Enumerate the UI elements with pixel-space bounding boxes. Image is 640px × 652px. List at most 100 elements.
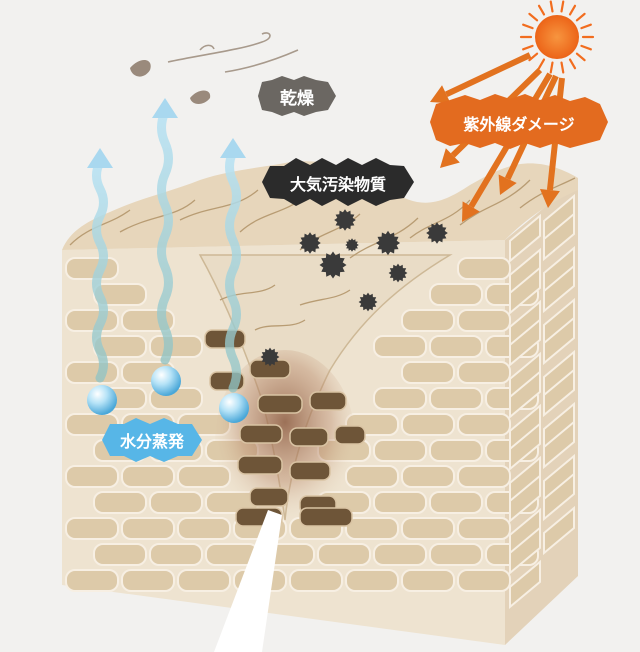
skin-cell [457,413,511,436]
label-uv-damage-text: 紫外線ダメージ [463,115,574,134]
skin-cell [457,465,511,488]
pollution-particle [319,251,347,279]
skin-cell [543,505,575,556]
skin-cell [93,543,147,566]
skin-cell [289,569,343,592]
skin-surface [62,161,578,250]
skin-cells-side [509,193,575,610]
skin-cell [509,369,541,420]
dry-flake [179,189,259,221]
skin-cell [401,517,455,540]
water-drop [219,393,249,423]
skin-cell [401,569,455,592]
pollution-particle [358,292,378,312]
skin-cell [429,335,483,358]
evaporation-arrow-right [220,138,246,393]
dark-skin-cell [257,394,303,414]
dry-flake [119,199,196,233]
evaporation-arrow-left [87,148,113,383]
skin-cell [429,439,483,462]
skin-cell [509,525,541,576]
label-water-evaporation: 水分蒸発 [102,418,202,462]
skin-cell [509,265,541,316]
skin-cell [509,213,541,264]
skin-cell [543,263,575,314]
skin-cell [121,569,175,592]
skin-cell [401,465,455,488]
dry-flake [459,179,531,226]
skin-cell [429,543,483,566]
skin-cell [543,471,575,522]
skin-cell [121,465,175,488]
skin-cell [65,517,119,540]
skin-cell [401,309,455,332]
skin-cell [149,543,203,566]
pollution-particle [388,263,408,283]
label-air-pollution-text: 大気汚染物質 [290,175,386,194]
pollution-particle [375,230,401,256]
dark-skin-cell [289,461,331,481]
pollution-particles [260,209,448,367]
dark-skin-cell [237,455,283,475]
skin-cell [177,517,231,540]
wrinkle-dark-cells [204,329,366,527]
skin-cell [373,439,427,462]
skin-cell [457,569,511,592]
skin-cell [65,361,119,384]
dark-skin-cell [334,425,366,445]
skin-cell [457,309,511,332]
dry-flake [219,284,276,301]
dryness-wind [130,32,299,104]
dark-skin-cell [204,329,246,349]
skin-cell [509,559,541,610]
evaporation-arrows [87,98,246,393]
dry-flake [299,289,351,306]
skin-cell [317,543,371,566]
skin-cell [429,283,483,306]
skin-cell [65,569,119,592]
skin-cell [345,517,399,540]
skin-cell [543,367,575,418]
water-drops [87,366,249,423]
label-air-pollution: 大気汚染物質 [262,158,414,206]
label-uv-damage: 紫外線ダメージ [430,94,608,149]
skin-cell [509,421,541,472]
skin-cell [429,387,483,410]
skin-cell [345,465,399,488]
pollution-particle [345,238,359,252]
label-water-evaporation-text: 水分蒸発 [120,432,185,451]
water-drop [151,366,181,396]
dry-leaf-icon [130,59,151,77]
label-dryness: 乾燥 [258,76,336,116]
pollution-particle [426,222,448,244]
pollution-particle [260,347,280,367]
dark-skin-cell [239,424,283,444]
skin-cell [457,257,511,280]
skin-cell [543,419,575,470]
dark-skin-cell [299,507,353,527]
pointer-line [214,510,282,652]
skin-cell [345,569,399,592]
dark-skin-cell [309,391,347,411]
skin-cell [65,309,119,332]
skin-cell [65,465,119,488]
skin-cell [65,257,119,280]
skin-cell [177,569,231,592]
sun-icon [519,0,595,74]
skin-cell [121,517,175,540]
uv-arrow [430,52,532,104]
skin-cell [509,317,541,368]
evaporation-arrow-middle [152,98,178,365]
skin-cell [429,491,483,514]
skin-cell [93,491,147,514]
pollution-particle [334,209,356,231]
skin-cell [401,413,455,436]
wind-swirl [167,32,271,63]
skin-cell [373,543,427,566]
skin-cell [401,361,455,384]
skin-cell [543,211,575,262]
skin-cell [149,491,203,514]
skin-cell [543,315,575,366]
